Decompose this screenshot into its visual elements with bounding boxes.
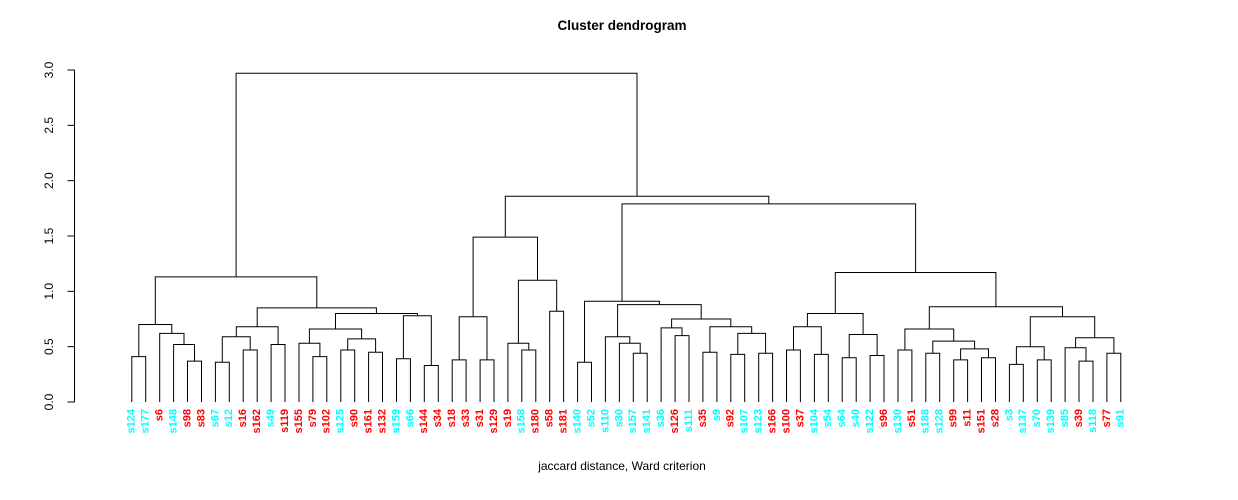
leaf-label: s144 <box>418 408 430 433</box>
leaf-label: s140 <box>571 409 583 433</box>
leaf-label: s177 <box>140 409 152 433</box>
leaf-label: s6 <box>154 409 166 421</box>
leaf-label: s151 <box>975 409 987 433</box>
leaf-label: s70 <box>1031 409 1043 427</box>
leaf-label: s129 <box>488 409 500 433</box>
leaf-label: s181 <box>558 409 570 433</box>
leaf-label: s130 <box>892 409 904 433</box>
leaf-label: s33 <box>460 409 472 427</box>
leaf-label: s126 <box>669 409 681 433</box>
leaf-label: s18 <box>446 409 458 427</box>
leaf-label: s180 <box>530 409 542 433</box>
x-axis-caption: jaccard distance, Ward criterion <box>537 459 706 473</box>
leaf-label: s155 <box>293 409 305 433</box>
leaf-label: s49 <box>265 409 277 427</box>
leaf-label: s123 <box>753 409 765 433</box>
leaf-label: s188 <box>920 409 932 433</box>
y-axis: 0.0 0.5 1.0 1.5 2.0 2.5 3.0 <box>42 61 75 410</box>
leaf-label: s92 <box>725 409 737 427</box>
y-tick-label: 2.5 <box>42 117 56 134</box>
leaf-label: s139 <box>1045 409 1057 433</box>
leaf-label: s96 <box>878 409 890 427</box>
leaf-label: s137 <box>1017 409 1029 433</box>
y-tick-label: 1.5 <box>42 227 56 244</box>
leaf-label: s141 <box>641 409 653 433</box>
leaf-label: s166 <box>766 409 778 433</box>
y-tick-label: 3.0 <box>42 61 56 78</box>
leaf-label: s28 <box>989 409 1001 427</box>
leaf-label: s37 <box>794 409 806 427</box>
leaf-label: s111 <box>683 409 695 432</box>
leaf-label: s99 <box>948 409 960 427</box>
y-tick-label: 0.0 <box>42 393 56 410</box>
leaf-label: s159 <box>390 409 402 433</box>
leaf-label: s100 <box>780 409 792 433</box>
leaf-label: s148 <box>167 409 179 433</box>
leaf-label: s16 <box>237 409 249 427</box>
leaf-label: s102 <box>321 409 333 433</box>
leaf-label: s85 <box>1059 409 1071 427</box>
leaf-label: s83 <box>195 409 207 427</box>
leaf-label: s157 <box>627 409 639 433</box>
leaf-label: s54 <box>822 408 834 427</box>
leaf-label: s19 <box>502 409 514 427</box>
leaf-label: s79 <box>307 409 319 427</box>
leaf-label: s132 <box>376 409 388 433</box>
leaf-label: s128 <box>934 409 946 433</box>
leaf-label: s118 <box>1087 409 1099 433</box>
leaf-label: s104 <box>808 408 820 433</box>
leaf-label: s91 <box>1115 409 1127 427</box>
leaf-label: s35 <box>697 409 709 427</box>
leaf-label: s161 <box>363 409 375 433</box>
leaf-label: s98 <box>181 409 193 427</box>
leaf-label: s36 <box>655 409 667 427</box>
leaf-label: s3 <box>1003 409 1015 421</box>
chart-title: Cluster dendrogram <box>557 18 686 33</box>
leaf-label: s40 <box>850 409 862 427</box>
leaf-label: s110 <box>599 409 611 433</box>
leaf-label: s107 <box>739 409 751 433</box>
leaf-label: s67 <box>209 409 221 427</box>
leaf-label: s122 <box>864 409 876 433</box>
leaf-label: s34 <box>432 408 444 427</box>
leaf-label: s12 <box>223 409 235 427</box>
leaf-label: s162 <box>251 409 263 433</box>
y-tick-label: 0.5 <box>42 338 56 355</box>
leaf-label: s30 <box>613 409 625 427</box>
leaf-label: s51 <box>906 409 918 427</box>
leaf-label: s125 <box>335 409 347 433</box>
leaf-label: s58 <box>544 409 556 427</box>
y-tick-label: 2.0 <box>42 172 56 189</box>
leaf-label: s158 <box>516 409 528 433</box>
leaf-label: s66 <box>404 409 416 427</box>
leaf-label: s31 <box>474 409 486 427</box>
leaf-label: s64 <box>836 408 848 427</box>
leaf-label: s77 <box>1101 409 1113 427</box>
dendrogram-branches <box>131 72 1122 402</box>
leaf-label: s11 <box>962 409 974 427</box>
dendrogram-tree-lines <box>131 72 1122 402</box>
leaf-label: s52 <box>585 409 597 427</box>
y-tick-label: 1.0 <box>42 283 56 300</box>
leaf-label: s39 <box>1073 409 1085 427</box>
leaf-label: s90 <box>349 409 361 427</box>
leaf-label: s124 <box>126 408 138 433</box>
leaf-label: s119 <box>279 409 291 433</box>
leaf-label: s9 <box>711 409 723 421</box>
